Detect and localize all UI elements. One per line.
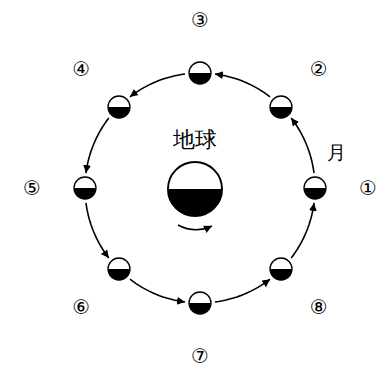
moon-position: ⑦ — [188, 291, 212, 315]
earth-node: 地球 — [167, 161, 223, 217]
moon-shape — [73, 176, 97, 200]
earth-label: 地球 — [173, 129, 217, 151]
lit-half — [189, 292, 211, 303]
dark-half — [304, 188, 326, 199]
body-outline — [108, 258, 130, 280]
moon-position: ⑧ — [269, 257, 293, 281]
dark-half — [108, 107, 130, 118]
moon-shape — [269, 95, 293, 119]
earth-rotation-arrow — [178, 225, 212, 230]
lit-half — [270, 258, 292, 269]
moon-shape — [188, 291, 212, 315]
dark-half — [74, 188, 96, 199]
callout-number: ⑤ — [23, 178, 41, 198]
orbit-arrow — [291, 118, 314, 173]
body-outline — [74, 177, 96, 199]
body-outline — [270, 96, 292, 118]
lit-half — [304, 177, 326, 188]
lit-half — [189, 62, 211, 73]
dark-half — [189, 303, 211, 314]
orbit-arrow — [130, 279, 185, 302]
callout-number: ④ — [72, 59, 90, 79]
orbit-arrow — [215, 74, 270, 97]
callout-number: ⑦ — [191, 346, 209, 366]
moon-position: ⑥ — [107, 257, 131, 281]
dark-half — [189, 73, 211, 84]
moon-position: ④ — [107, 95, 131, 119]
body-outline — [189, 62, 211, 84]
dark-half — [270, 269, 292, 280]
moon-position: ③ — [188, 61, 212, 85]
moon-shape — [107, 257, 131, 281]
lit-half — [108, 96, 130, 107]
lit-half — [108, 258, 130, 269]
lit-half — [270, 96, 292, 107]
orbit-arrow — [130, 74, 185, 97]
callout-number: ① — [359, 178, 377, 198]
moon-position: ⑤ — [73, 176, 97, 200]
lit-half — [74, 177, 96, 188]
body-outline — [270, 258, 292, 280]
dark-half — [270, 107, 292, 118]
callout-number: ⑥ — [72, 297, 90, 317]
moon-shape — [269, 257, 293, 281]
moon-position: ② — [269, 95, 293, 119]
orbit-arrow — [291, 203, 314, 258]
orbit-arrow — [86, 118, 109, 173]
moon-position: ① — [303, 176, 327, 200]
body-outline — [189, 292, 211, 314]
dark-half — [168, 189, 222, 216]
body-outline — [168, 162, 222, 216]
dark-half — [108, 269, 130, 280]
body-outline — [108, 96, 130, 118]
orbit-arrow — [86, 203, 109, 258]
moon-shape — [107, 95, 131, 119]
callout-number: ② — [310, 59, 328, 79]
moon-shape — [303, 176, 327, 200]
moon-label: 月 — [327, 143, 346, 162]
orbit-arrow — [215, 279, 270, 302]
body-outline — [304, 177, 326, 199]
earth-shape — [167, 161, 223, 217]
moon-shape — [188, 61, 212, 85]
lit-half — [168, 162, 222, 189]
callout-number: ③ — [191, 10, 209, 30]
callout-number: ⑧ — [310, 297, 328, 317]
